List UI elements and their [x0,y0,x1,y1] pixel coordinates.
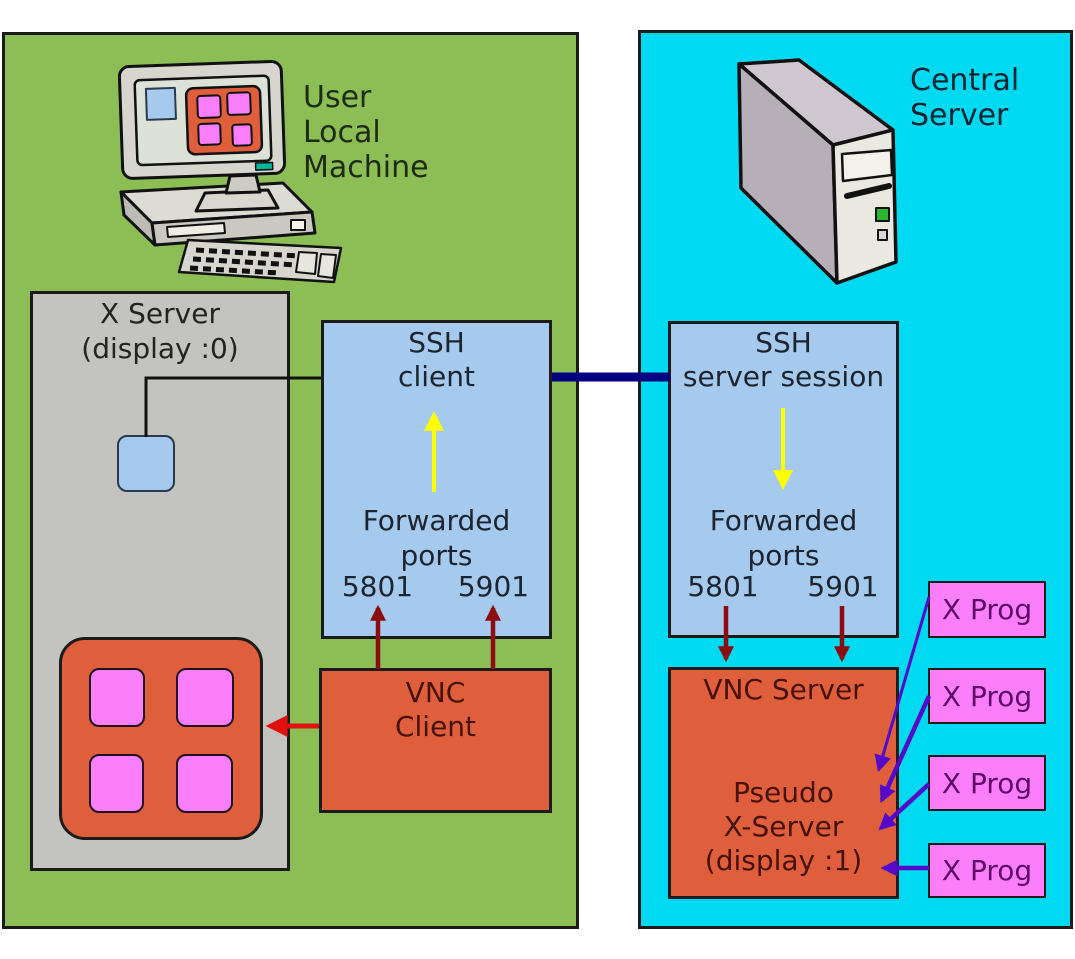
x-prog-label: X Prog [941,854,1033,887]
vnc-client-line1: VNC [405,676,466,709]
forwarded-ports-label-left: Forwarded ports [321,503,552,573]
user-local-machine-label: User Local Machine [303,80,429,185]
pseudo-line1: Pseudo [733,776,834,809]
central-label-line2: Server [910,98,1009,133]
ssh-server-line1: SSH [755,326,812,359]
x-server-vnc-viewer-window [59,637,263,840]
x-prog-label: X Prog [941,766,1033,800]
forwarded-line: Forwarded [709,504,858,537]
user-label-line1: User [303,80,372,115]
vnc-server-box [668,667,899,899]
x-prog-box-1: X Prog [928,581,1046,638]
port-5901-label-right: 5901 [807,570,879,603]
ssh-server-label: SSH server session [668,326,899,394]
ssh-client-box [321,320,552,639]
vnc-client-label: VNC Client [319,676,552,744]
ssh-server-line2: server session [682,360,885,393]
x-prog-label: X Prog [941,593,1033,626]
ports-line: ports [400,539,473,572]
ssh-client-line1: SSH [408,326,465,359]
ssh-client-line2: client [398,360,475,393]
vnc-client-box [319,668,552,813]
x-prog-box-2: X Prog [928,668,1046,724]
port-5801-label-left: 5801 [341,570,414,603]
vnc-server-title: VNC Server [703,673,864,706]
remote-app-window [176,668,234,727]
remote-app-window [89,754,144,813]
ssh-client-label: SSH client [321,326,552,394]
pseudo-line3: (display :1) [704,844,863,877]
user-label-line2: Local [303,115,381,150]
x-prog-label: X Prog [941,679,1033,713]
vnc-client-line2: Client [394,710,477,743]
remote-app-window [176,754,233,813]
port-5801-label-right: 5801 [687,570,759,603]
x-server-label-line2: (display :0) [81,332,239,365]
x-server-label: X Server (display :0) [30,296,290,366]
central-label-line1: Central [910,63,1020,98]
forwarded-line: Forwarded [362,504,511,537]
x-server-window-blue [117,435,175,492]
x-server-label-line1: X Server [100,297,220,330]
x-prog-box-3: X Prog [928,755,1046,811]
central-server-label: Central Server [910,63,1019,133]
forwarded-ports-label-right: Forwarded ports [668,503,899,573]
port-5901-label-left: 5901 [457,570,530,603]
ports-line: ports [747,539,820,572]
user-label-line3: Machine [303,150,429,185]
pseudo-x-server-label: Pseudo X-Server (display :1) [668,776,899,878]
remote-app-window [89,668,145,727]
pseudo-line2: X-Server [723,810,844,843]
x-prog-box-4: X Prog [928,843,1046,898]
